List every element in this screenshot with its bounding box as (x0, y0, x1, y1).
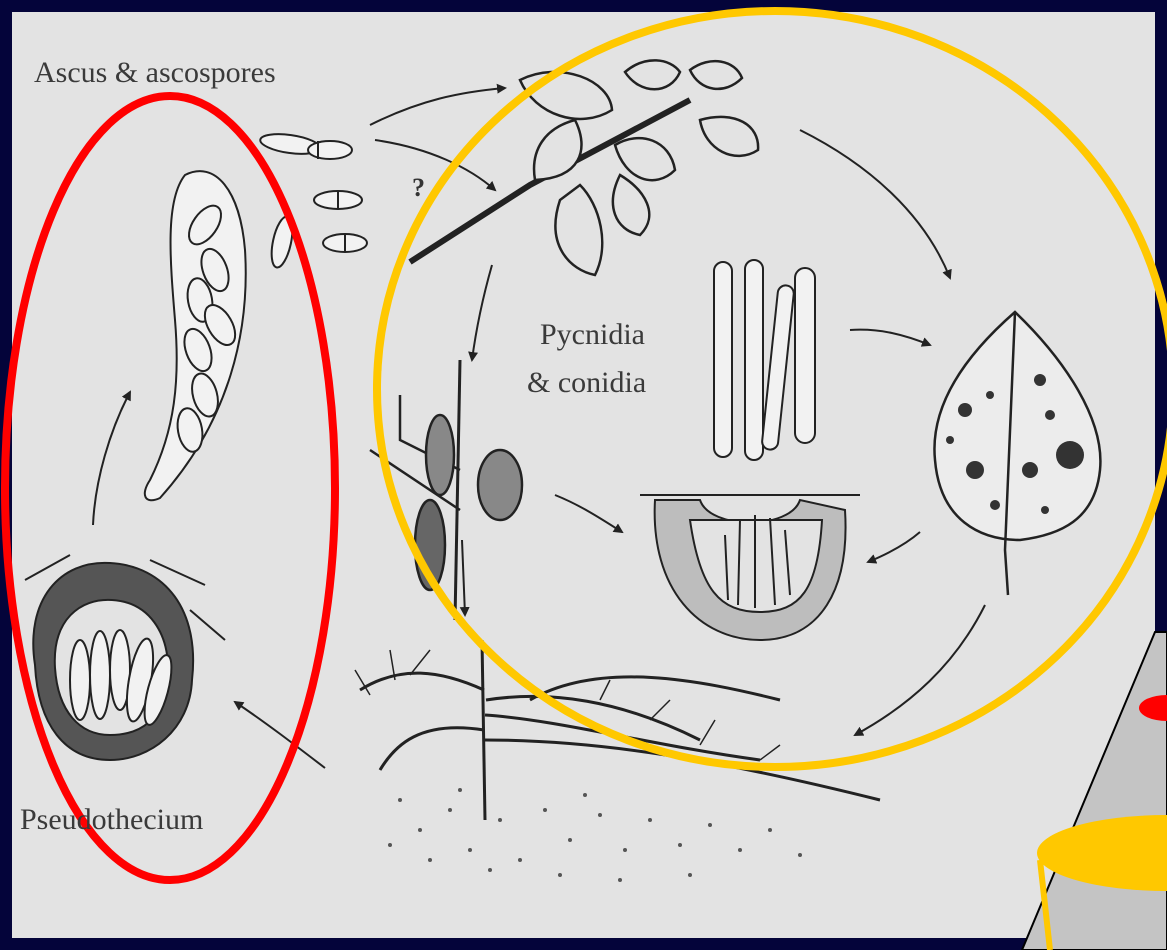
arrow-tree-to-pseudothecium (235, 702, 325, 768)
arrow-pseudothecium-to-ascus (93, 392, 130, 525)
leaf-litter (388, 788, 802, 882)
arrow-canker-to-pycnidium (555, 495, 622, 532)
arrow-leaf-to-tree (855, 605, 985, 735)
sexual-stage-highlight (5, 96, 335, 880)
arrow-ascospores-to-twig (375, 140, 495, 190)
pseudothecium-label: Pseudothecium (20, 803, 203, 837)
arrow-ascospores-to-leaves (370, 88, 505, 125)
arrow-conidia-to-leaf (850, 330, 930, 345)
pycnidia-label-line2: & conidia (527, 366, 646, 400)
arrow-leaf-to-pycnidium (868, 532, 920, 562)
arrow-leaves-to-leaf (800, 130, 950, 278)
question-mark: ? (412, 173, 425, 202)
pycnidium-illustration (640, 495, 860, 640)
ascus-label: Ascus & ascospores (34, 56, 276, 90)
arrow-twig-to-canker (472, 265, 492, 360)
ascospores (259, 131, 367, 269)
ascus-illustration (145, 171, 246, 500)
pseudothecium-illustration (25, 555, 225, 760)
pycnidia-label-line1: Pycnidia (540, 318, 645, 352)
arrow-canker-down (462, 540, 465, 615)
tree-with-leaf-litter (355, 640, 880, 820)
pedestal-shape (1022, 632, 1167, 950)
conidia (714, 260, 815, 460)
infected-leaf (934, 312, 1100, 595)
